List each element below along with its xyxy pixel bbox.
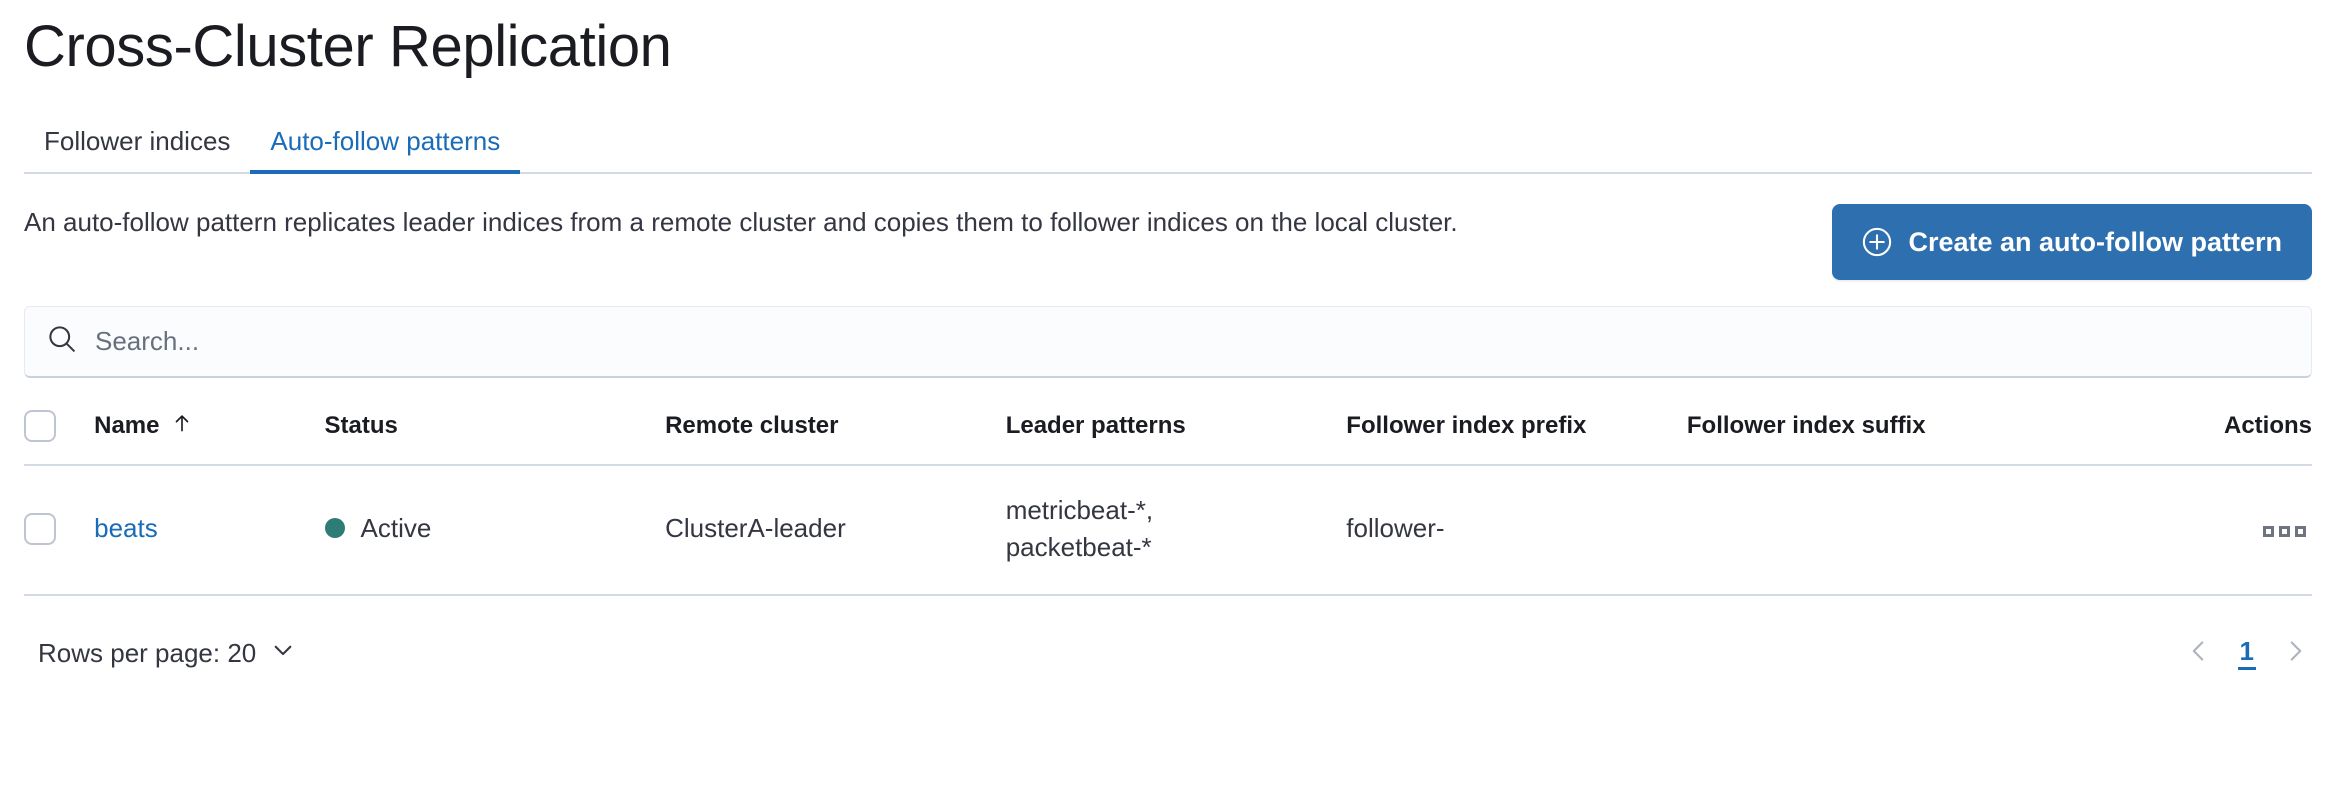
table-footer: Rows per page: 20 1 (24, 624, 2312, 684)
tab-follower-indices-label: Follower indices (44, 126, 231, 156)
pagination: 1 (2186, 636, 2312, 671)
select-all-header (24, 400, 95, 466)
column-header-remote-cluster[interactable]: Remote cluster (665, 400, 1006, 466)
row-select-checkbox[interactable] (24, 513, 56, 546)
column-header-name-label: Name (94, 412, 160, 439)
status-badge: Active (324, 512, 432, 544)
name-sort-control[interactable]: Name (94, 412, 193, 441)
cell-status: Active (324, 465, 666, 596)
tab-auto-follow-patterns-label: Auto-follow patterns (270, 126, 501, 156)
tab-follower-indices[interactable]: Follower indices (24, 128, 250, 172)
column-header-follower-index-prefix[interactable]: Follower index prefix (1346, 400, 1687, 466)
search-input[interactable] (95, 326, 2289, 357)
cell-remote-cluster: ClusterA-leader (665, 465, 1006, 596)
leader-pattern-line-2: packetbeat-* (1005, 531, 1152, 562)
search-bar[interactable] (24, 306, 2312, 378)
auto-follow-patterns-table: Name Status Remote cluster Leader patter… (24, 400, 2312, 596)
pattern-name-link[interactable]: beats (94, 513, 158, 544)
column-header-actions: Actions (2027, 400, 2312, 466)
column-header-status[interactable]: Status (324, 400, 666, 466)
rows-per-page-selector[interactable]: Rows per page: 20 (24, 637, 296, 670)
chevron-right-icon[interactable] (2282, 638, 2308, 669)
arrow-up-icon (171, 412, 193, 441)
page-description: An auto-follow pattern replicates leader… (24, 207, 1458, 237)
search-icon (47, 324, 77, 359)
tab-auto-follow-patterns[interactable]: Auto-follow patterns (250, 126, 521, 174)
tab-bar: Follower indices Auto-follow patterns (24, 112, 2312, 174)
select-all-checkbox[interactable] (24, 410, 56, 442)
create-auto-follow-pattern-label: Create an auto-follow pattern (1908, 226, 2282, 257)
table-row: beats Active ClusterA-leader metricbeat-… (24, 465, 2312, 596)
column-header-name[interactable]: Name (94, 400, 325, 466)
cell-follower-index-prefix: follower- (1346, 465, 1687, 596)
pagination-page-1[interactable]: 1 (2237, 636, 2256, 671)
column-header-follower-index-suffix[interactable]: Follower index suffix (1686, 400, 2028, 466)
plus-in-circle-icon (1862, 227, 1892, 257)
cell-follower-index-suffix (1686, 465, 2028, 596)
create-auto-follow-pattern-button[interactable]: Create an auto-follow pattern (1832, 204, 2312, 280)
cell-name: beats (94, 465, 325, 596)
table-header-row: Name Status Remote cluster Leader patter… (24, 400, 2312, 466)
description-row: An auto-follow pattern replicates leader… (24, 204, 2312, 280)
row-select-cell (24, 465, 95, 596)
cell-actions (2027, 465, 2312, 596)
status-dot-icon (324, 518, 345, 539)
status-label: Active (360, 512, 432, 543)
column-header-leader-patterns[interactable]: Leader patterns (1005, 400, 1347, 466)
boxes-horizontal-icon[interactable] (2257, 520, 2312, 543)
page-title: Cross-Cluster Replication (24, 14, 672, 79)
chevron-down-icon (270, 637, 296, 670)
leader-pattern-line-1: metricbeat-*, (1005, 495, 1154, 525)
rows-per-page-label: Rows per page: 20 (38, 638, 257, 669)
cell-leader-patterns: metricbeat-*, packetbeat-* (1005, 465, 1347, 596)
chevron-left-icon[interactable] (2186, 638, 2212, 669)
